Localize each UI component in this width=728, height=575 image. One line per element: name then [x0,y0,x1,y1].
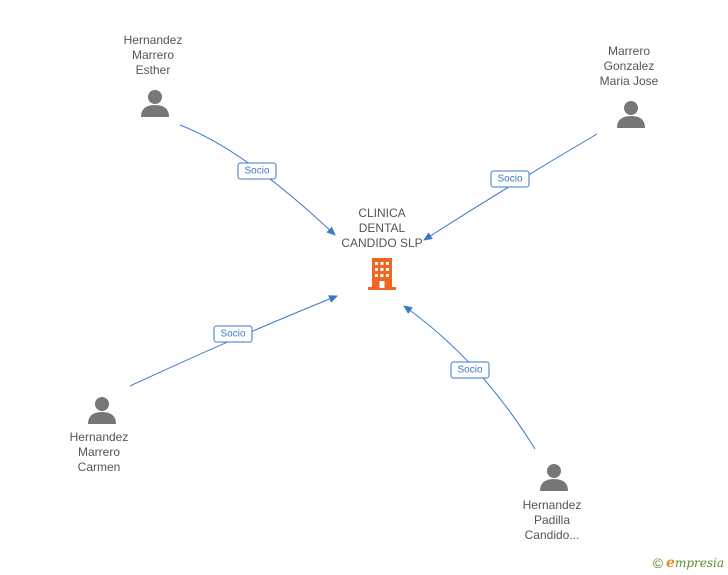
company-name[interactable]: CLINICA DENTAL CANDIDO SLP [341,206,423,250]
relation-badge[interactable]: Socio [213,325,253,343]
person-name[interactable]: Hernandez Padilla Candido... [522,498,582,542]
person-icon[interactable] [87,395,117,425]
empresia-watermark: © e mpresia [653,555,724,571]
person-name[interactable]: Hernandez Marrero Carmen [69,430,129,474]
person-icon[interactable] [539,462,569,492]
person-icon[interactable] [140,88,170,118]
relation-badge[interactable]: Socio [450,361,490,379]
person-name[interactable]: Marrero Gonzalez Maria Jose [599,44,659,88]
relation-badge[interactable]: Socio [237,162,277,180]
brand-logo-initial: e [666,555,675,571]
copyright-icon: © [652,555,664,571]
brand-logo-text: mpresia [674,556,724,570]
building-icon[interactable] [366,256,398,292]
person-name[interactable]: Hernandez Marrero Esther [123,33,183,77]
person-icon[interactable] [616,99,646,129]
relation-badge[interactable]: Socio [490,170,530,188]
